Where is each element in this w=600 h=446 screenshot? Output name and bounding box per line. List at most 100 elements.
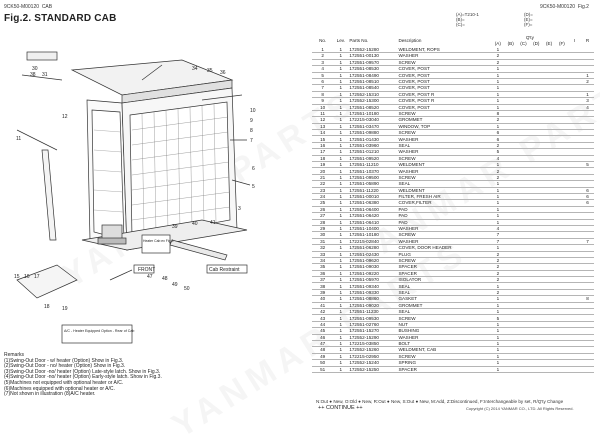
cell-description: SPACER bbox=[398, 366, 417, 372]
cell-part-number: 172215-03040 bbox=[349, 117, 379, 123]
cell-qty-a: 1 bbox=[496, 104, 500, 110]
callout: 19 bbox=[62, 306, 68, 312]
cell-part-number: 172551-09620 bbox=[349, 257, 379, 263]
cell-no: 2 bbox=[321, 53, 324, 59]
cell-qty-a: 7 bbox=[496, 238, 500, 244]
cell-description: WELDMENT bbox=[398, 187, 425, 193]
cell-qty-a: 1 bbox=[496, 296, 500, 302]
cab-restraint-label: Cab Restraint bbox=[209, 267, 240, 273]
cell-qty-a: 1 bbox=[496, 321, 500, 327]
cell-no: 45 bbox=[320, 328, 326, 334]
callout: 6 bbox=[252, 166, 255, 172]
cell-part-number: 172551-02430 bbox=[349, 251, 379, 257]
cell-qty-a: 7 bbox=[496, 232, 500, 238]
cell-qty-a: 4 bbox=[496, 155, 500, 161]
cell-part-number: 172551-03470 bbox=[349, 123, 379, 129]
col-r: R bbox=[585, 38, 590, 44]
callout: 50 bbox=[184, 286, 190, 292]
cell-qty-e bbox=[543, 366, 556, 372]
cell-part-number: 172551-06410 bbox=[349, 219, 379, 225]
cell-no: 41 bbox=[320, 302, 326, 308]
cell-no: 17 bbox=[320, 149, 326, 155]
cell-r: 5 bbox=[586, 162, 589, 168]
col-qty-variant: (F) bbox=[558, 41, 565, 47]
cell-lev: 1 bbox=[339, 168, 343, 174]
cell-lev: 1 bbox=[339, 328, 343, 334]
cell-description: ISOLATOR bbox=[398, 277, 422, 283]
cell-lev: 1 bbox=[339, 123, 343, 129]
callout: 38 bbox=[30, 72, 36, 78]
cell-part-number: 172551-08860 bbox=[349, 296, 379, 302]
cell-lev: 1 bbox=[339, 366, 343, 372]
cell-no: 22 bbox=[320, 181, 326, 187]
cell-lev: 1 bbox=[339, 149, 343, 155]
cell-qty-a: 1 bbox=[496, 200, 500, 206]
cell-no: 25 bbox=[320, 200, 326, 206]
cell-part-number: 172551-09330 bbox=[349, 289, 379, 295]
cell-description: SCREW bbox=[398, 353, 416, 359]
remark-line: (6)Machines equipped with optional heate… bbox=[4, 385, 115, 392]
cell-description: SEAL bbox=[398, 283, 411, 289]
cell-part-number: 172551-10370 bbox=[349, 168, 379, 174]
cell-lev: 1 bbox=[339, 257, 343, 263]
cell-no: 38 bbox=[320, 283, 326, 289]
callout: 17 bbox=[34, 274, 40, 280]
callout: 31 bbox=[42, 72, 48, 78]
cell-part-number: 172551-06380 bbox=[349, 200, 379, 206]
cell-part-number: 172551-15270 bbox=[349, 328, 379, 334]
cell-lev: 1 bbox=[339, 206, 343, 212]
cell-description: COVER, POST R bbox=[398, 98, 435, 104]
cell-description: COVER, POST bbox=[398, 72, 430, 78]
cell-description: WASHER bbox=[398, 53, 419, 59]
cell-part-number: 172551-09530 bbox=[349, 315, 379, 321]
cell-qty-a: 1 bbox=[496, 334, 500, 340]
cell-qty-a: 1 bbox=[496, 162, 500, 168]
cell-lev: 1 bbox=[339, 296, 343, 302]
cell-qty-a: 1 bbox=[496, 79, 500, 85]
cell-no: 46 bbox=[320, 334, 326, 340]
cell-description: GROMMET bbox=[398, 117, 423, 123]
cell-part-number: 172551-06420 bbox=[349, 213, 379, 219]
col-qty-variant: (E) bbox=[546, 41, 553, 47]
cell-description: GROMMET bbox=[398, 302, 423, 308]
col-parts-no: Parts No. bbox=[349, 38, 369, 44]
callout: 16 bbox=[24, 274, 30, 280]
cell-description: COVER, POST bbox=[398, 79, 430, 85]
cell-part-number: 172552-15310 bbox=[349, 91, 379, 97]
cell-part-number: 172215-02840 bbox=[349, 238, 379, 244]
callout: 11 bbox=[16, 136, 21, 142]
heater-cab-label: Heater Cab ex Fig.3 bbox=[143, 239, 173, 243]
cell-no: 44 bbox=[320, 321, 326, 327]
cell-lev: 1 bbox=[339, 111, 343, 116]
cell-description: WELDMENT bbox=[398, 162, 425, 168]
variant-codes-right: (D)= (E)= (F)= bbox=[524, 12, 533, 27]
cell-no: 36 bbox=[320, 270, 326, 276]
cell-part-number: 172551-08540 bbox=[349, 85, 379, 91]
cell-r: 3 bbox=[586, 98, 589, 104]
col-qty-variant: (C) bbox=[520, 41, 527, 47]
cell-description: COVER, POST bbox=[398, 66, 430, 72]
fig-number: Fig.2 bbox=[577, 4, 589, 10]
col-i: I bbox=[574, 38, 576, 44]
cell-description: SEAL bbox=[398, 142, 411, 148]
cell-no: 16 bbox=[320, 142, 326, 148]
cell-qty-a: 1 bbox=[496, 360, 500, 366]
callout: 5 bbox=[252, 184, 255, 190]
cell-description: PLUG bbox=[398, 251, 411, 257]
cell-lev: 1 bbox=[339, 142, 343, 148]
